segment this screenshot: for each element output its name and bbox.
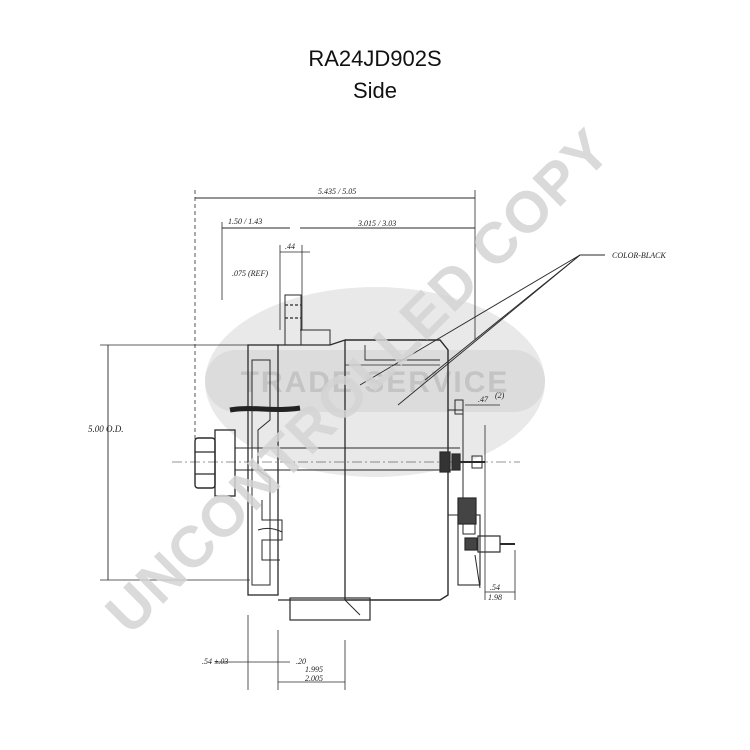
dim-small-ref: .075 (REF) <box>232 269 268 278</box>
part-number-title: RA24JD902S <box>308 46 442 71</box>
dim-overall-length: 5.435 / 5.05 <box>318 187 356 196</box>
view-subtitle: Side <box>352 78 398 103</box>
dim-diameter: 5.00 O.D. <box>88 424 124 434</box>
dim-bottom-range-2: 2.005 <box>305 674 323 683</box>
dim-side-right: .47 <box>478 395 489 404</box>
dim-top-small: .44 <box>285 242 295 251</box>
dim-terminal-1: .54 <box>490 583 500 592</box>
alternator-outline <box>100 190 605 690</box>
dim-bottom-mid: .20 <box>296 657 306 666</box>
dim-bottom-range-1: 1.995 <box>305 665 323 674</box>
logo-text: TRADE SERVICE <box>241 366 510 399</box>
dim-bottom-left: .54 ±.03 <box>202 657 228 666</box>
marker-line <box>229 405 301 413</box>
trade-service-logo-watermark: TRADE SERVICE <box>205 287 545 477</box>
color-callout: COLOR-BLACK <box>612 251 666 260</box>
dim-side-right-note: (2) <box>495 391 505 400</box>
dim-left-length: 1.50 / 1.43 <box>228 217 262 226</box>
dim-mid-length: 3.015 / 3.03 <box>357 219 396 228</box>
dim-terminal-2: 1.98 <box>488 593 502 602</box>
